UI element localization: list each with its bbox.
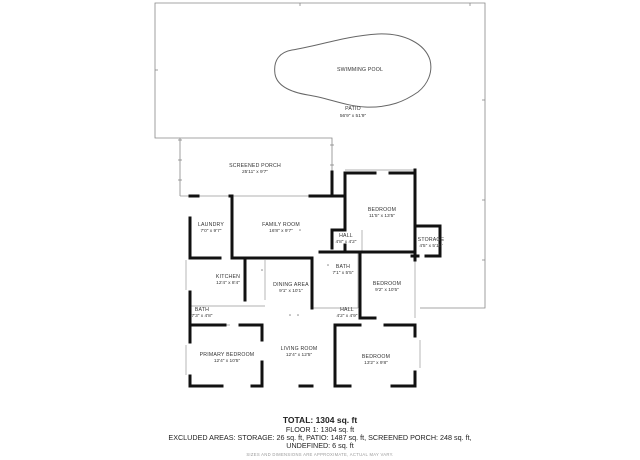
hall-upper-name: HALL [339, 233, 353, 239]
bath-center-dim: 7'1" x 5'5" [333, 270, 354, 276]
family-room-name: FAMILY ROOM [262, 222, 300, 228]
total-area: TOTAL: 1304 sq. ft [282, 415, 358, 425]
hall-lower-dim: 4'2" x 4'9" [337, 313, 358, 319]
family-room-dim: 16'8" x 9'7" [269, 228, 293, 234]
screened-porch-dim: 25'11" x 9'7" [242, 169, 268, 175]
living-room-name: LIVING ROOM [281, 346, 318, 352]
laundry-name: LAUNDRY [198, 222, 224, 228]
bedroom-e-name: BEDROOM [373, 281, 401, 287]
screened-porch-outline [178, 137, 334, 196]
kitchen-dim: 12'4" x 8'4" [216, 280, 240, 286]
bath-center-name: BATH [336, 264, 350, 270]
pool-name: SWIMMING POOL [337, 67, 383, 73]
patio-dim: 56'9" x 51'9" [340, 113, 367, 119]
floor-area: FLOOR 1: 1304 sq. ft [285, 425, 355, 434]
primary-bedroom-dim: 12'4" x 10'5" [214, 358, 241, 364]
storage-dim: 4'5" x 5'11" [419, 243, 443, 249]
bedroom-e-dim: 9'2" x 10'5" [375, 287, 399, 293]
bath-w-dim: 7'3" x 4'8" [192, 313, 213, 319]
dining-area-dim: 9'1" x 10'1" [279, 288, 303, 294]
patio-name: PATIO [345, 106, 361, 112]
thin-lines [180, 169, 421, 375]
excluded-areas: EXCLUDED AREAS: STORAGE: 26 sq. ft, PATI… [168, 433, 472, 442]
storage-name: STORAGE [418, 237, 445, 243]
patio-outline [154, 2, 486, 309]
bath-w-name: BATH [195, 307, 209, 313]
hall-lower-name: HALL [340, 307, 354, 313]
swimming-pool-shape [274, 33, 432, 108]
room-labels: SWIMMING POOL PATIO 56'9" x 51'9" SCREEN… [192, 67, 445, 366]
screened-porch-name: SCREENED PORCH [229, 163, 281, 169]
bedroom-se-name: BEDROOM [362, 354, 390, 360]
walls [188, 168, 442, 388]
disclaimer: SIZES AND DIMENSIONS ARE APPROXIMATE, AC… [246, 452, 394, 457]
door-marks [261, 229, 329, 316]
living-room-dim: 12'4" x 12'5" [286, 352, 313, 358]
bedroom-ne-dim: 11'5" x 13'5" [369, 213, 395, 219]
primary-bedroom-name: PRIMARY BEDROOM [200, 352, 255, 358]
laundry-dim: 7'0" x 9'7" [201, 228, 222, 234]
dining-area-name: DINING AREA [273, 282, 309, 288]
bedroom-ne-name: BEDROOM [368, 207, 396, 213]
kitchen-name: KITCHEN [216, 274, 240, 280]
hall-upper-dim: 4'8" x 4'2" [336, 239, 357, 245]
undefined-area: UNDEFINED: 6 sq. ft [286, 441, 354, 450]
bedroom-se-dim: 13'2" x 9'8" [364, 360, 388, 366]
